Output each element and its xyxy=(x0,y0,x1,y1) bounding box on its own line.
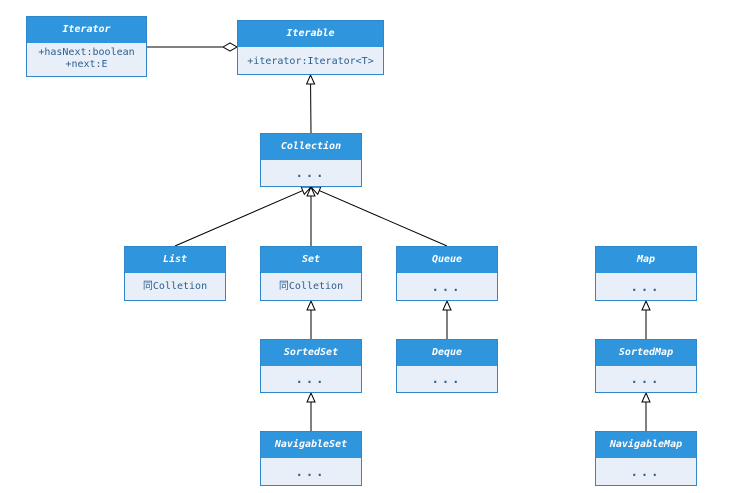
node-iterator-body: +hasNext:boolean +next:E xyxy=(27,43,146,71)
node-map-title: Map xyxy=(596,247,696,273)
node-navigablemap: NavigableMap ... xyxy=(595,431,697,486)
node-sortedmap: SortedMap ... xyxy=(595,339,697,393)
inheritance-arrowhead-collection xyxy=(305,73,316,85)
node-sortedset-title: SortedSet xyxy=(261,340,361,366)
node-sortedmap-title: SortedMap xyxy=(596,340,696,366)
node-set-title: Set xyxy=(261,247,361,273)
node-iterable-body: +iterator:Iterator<T> xyxy=(247,56,374,67)
node-deque-body: ... xyxy=(431,372,463,386)
node-navigableset-body: ... xyxy=(295,465,327,479)
node-set: Set 同Colletion xyxy=(260,246,362,301)
node-deque-title: Deque xyxy=(397,340,497,366)
node-iterator-member-2: +next:E xyxy=(65,59,108,70)
node-navigablemap-title: NavigableMap xyxy=(596,432,696,458)
node-queue-title: Queue xyxy=(397,247,497,273)
node-map-body: ... xyxy=(630,280,662,294)
inheritance-arrowhead-navigablemap xyxy=(641,391,651,403)
edge-list-collection xyxy=(174,190,303,247)
node-iterator: Iterator +hasNext:boolean +next:E xyxy=(26,16,147,77)
inheritance-arrowhead-deque xyxy=(442,299,452,311)
node-sortedset-body: ... xyxy=(295,372,327,386)
node-queue: Queue ... xyxy=(396,246,498,301)
node-list-title: List xyxy=(125,247,225,273)
node-iterable: Iterable +iterator:Iterator<T> xyxy=(237,20,384,75)
inheritance-arrowhead-set xyxy=(306,185,316,197)
node-iterable-title: Iterable xyxy=(238,21,383,47)
edge-queue-collection xyxy=(319,190,448,247)
node-iterator-title: Iterator xyxy=(27,17,146,43)
node-collection-title: Collection xyxy=(261,134,361,160)
node-iterator-member-1: +hasNext:boolean xyxy=(38,47,135,58)
node-sortedset: SortedSet ... xyxy=(260,339,362,393)
node-navigableset-title: NavigableSet xyxy=(261,432,361,458)
node-queue-body: ... xyxy=(431,280,463,294)
inheritance-arrowhead-navigableset xyxy=(306,391,316,403)
node-navigablemap-body: ... xyxy=(630,465,662,479)
node-list: List 同Colletion xyxy=(124,246,226,301)
node-navigableset: NavigableSet ... xyxy=(260,431,362,486)
node-deque: Deque ... xyxy=(396,339,498,393)
node-set-body: 同Colletion xyxy=(278,281,344,292)
inheritance-arrowhead-sortedmap xyxy=(641,299,651,311)
node-list-body: 同Colletion xyxy=(142,281,208,292)
aggregation-diamond-iterator xyxy=(221,42,239,52)
inheritance-arrowhead-sortedset xyxy=(306,299,316,311)
node-collection-body: ... xyxy=(295,166,327,180)
node-sortedmap-body: ... xyxy=(630,372,662,386)
node-collection: Collection ... xyxy=(260,133,362,187)
node-map: Map ... xyxy=(595,246,697,301)
